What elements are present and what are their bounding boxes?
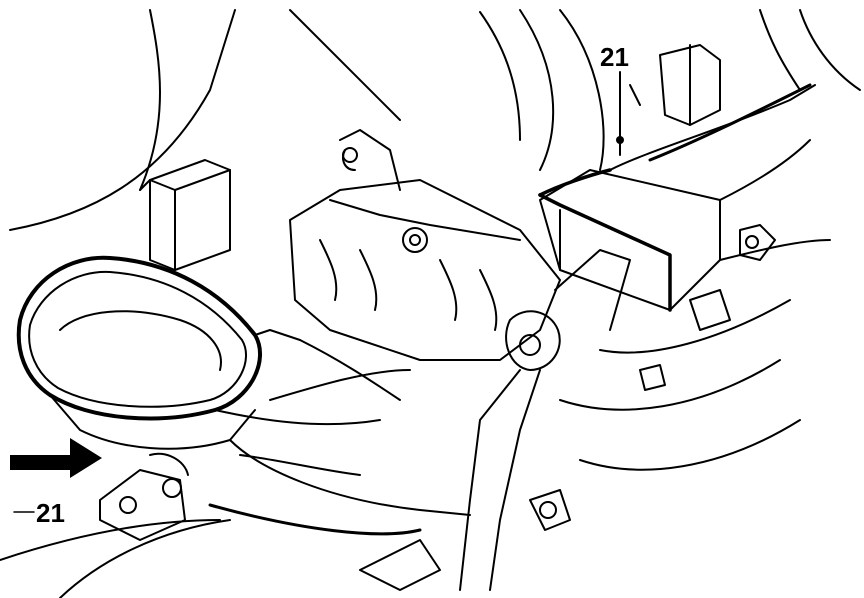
mounting-bracket-top — [629, 44, 721, 126]
lower-frame — [359, 224, 801, 591]
callout-label-21-bottom: 21 — [36, 498, 65, 528]
callout-leaders — [13, 71, 624, 513]
connector-block — [139, 159, 231, 271]
callout-label-21-top: 21 — [600, 42, 629, 72]
bottom-fastener — [99, 452, 189, 541]
hinge-mechanism — [289, 129, 631, 591]
air-duct-outlet — [16, 255, 301, 450]
duct-channel — [208, 339, 471, 536]
arrow-icon — [10, 438, 102, 478]
body-panel-lines — [0, 9, 861, 598]
right-duct — [538, 83, 831, 312]
